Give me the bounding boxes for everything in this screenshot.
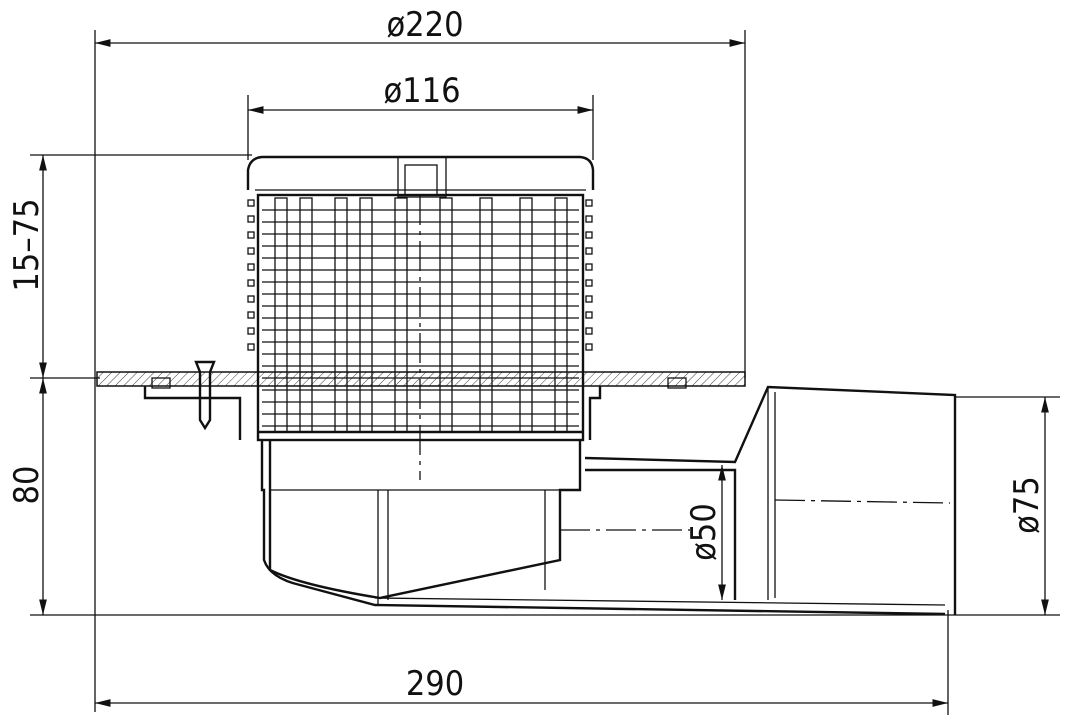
grate-bar: [554, 197, 568, 433]
grate-bar: [519, 197, 533, 433]
grate-bar: [479, 197, 493, 433]
grate-tooth: [247, 199, 255, 207]
grate-tooth: [247, 279, 255, 287]
grate-tooth: [247, 247, 255, 255]
grate-tooth: [585, 311, 593, 319]
flange: [96, 371, 746, 440]
grate-tooth: [247, 311, 255, 319]
grate-tooth: [247, 215, 255, 223]
grate-tooth: [247, 327, 255, 335]
grate-tooth: [247, 231, 255, 239]
grate-bar: [274, 197, 288, 433]
grate-tooth: [247, 263, 255, 271]
dim-label-116: ø116: [383, 71, 460, 111]
dim-label-15-75: 15–75: [7, 198, 47, 291]
grate-bar: [359, 197, 373, 433]
grate-tooth: [247, 343, 255, 351]
grate-tooth: [585, 263, 593, 271]
drain-body: [260, 195, 946, 616]
dim-label-75: ø75: [1007, 476, 1047, 534]
dimension-lines: [39, 39, 1049, 707]
grate-tooth: [585, 199, 593, 207]
dim-label-50: ø50: [684, 503, 724, 561]
grate-tooth: [247, 295, 255, 303]
grate-bar: [439, 197, 453, 433]
dim-label-220: ø220: [386, 5, 463, 45]
grate-tooth: [585, 215, 593, 223]
grate-bar: [334, 197, 348, 433]
dim-label-80: 80: [7, 466, 47, 505]
grate-tooth: [585, 295, 593, 303]
grate-tooth: [585, 231, 593, 239]
outlet-pipe: [374, 385, 957, 615]
grate-bar: [299, 197, 313, 433]
grate-bar: [394, 197, 408, 433]
grate-tooth: [585, 327, 593, 335]
grate-tooth: [585, 279, 593, 287]
dim-label-290: 290: [406, 664, 464, 704]
grate-tooth: [585, 247, 593, 255]
screw-icon: [194, 360, 216, 431]
grate-tooth: [585, 343, 593, 351]
